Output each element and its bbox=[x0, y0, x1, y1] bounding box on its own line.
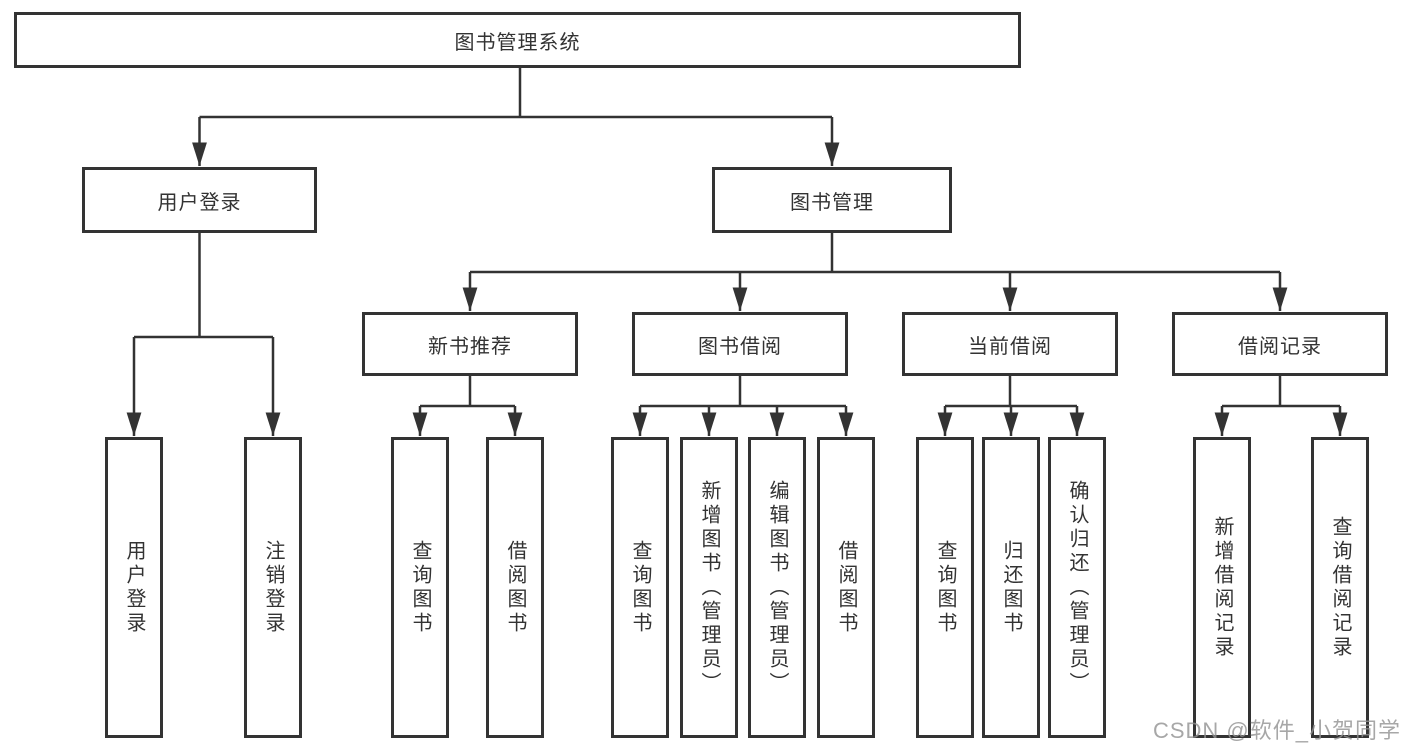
leaf-br-add-record-label: 新增借阅记录 bbox=[1211, 515, 1233, 660]
leaf-nb-query-book: 查询图书 bbox=[391, 437, 449, 738]
leaf-br-add-record: 新增借阅记录 bbox=[1193, 437, 1251, 738]
leaf-bb-borrow-book: 借阅图书 bbox=[817, 437, 875, 738]
leaf-user-login: 用户登录 bbox=[105, 437, 163, 738]
edge-bookborrow-trunk bbox=[640, 376, 846, 408]
node-root-label: 图书管理系统 bbox=[454, 31, 581, 54]
leaf-bb-query-book: 查询图书 bbox=[611, 437, 669, 738]
leaf-bb-borrow-book-label: 借阅图书 bbox=[835, 539, 857, 636]
leaf-logout: 注销登录 bbox=[244, 437, 302, 738]
watermark: CSDN @软件_小贺同学 bbox=[1152, 718, 1401, 743]
node-book-borrowing: 图书借阅 bbox=[632, 312, 848, 376]
edge-bookmgmt-trunk bbox=[470, 233, 1280, 274]
leaf-nb-borrow-book-label: 借阅图书 bbox=[504, 539, 526, 636]
leaf-cb-query-book: 查询图书 bbox=[916, 437, 974, 738]
node-user-login-label: 用户登录 bbox=[157, 191, 242, 214]
node-book-management: 图书管理 bbox=[712, 167, 952, 233]
node-current-borrowing: 当前借阅 bbox=[902, 312, 1118, 376]
node-book-management-label: 图书管理 bbox=[790, 191, 874, 214]
leaf-nb-query-book-label: 查询图书 bbox=[409, 539, 431, 636]
leaf-bb-add-book-admin: 新增图书（管理员） bbox=[680, 437, 738, 738]
leaf-logout-label: 注销登录 bbox=[262, 539, 284, 636]
node-book-borrowing-label: 图书借阅 bbox=[698, 335, 782, 358]
leaf-user-login-label: 用户登录 bbox=[123, 539, 145, 636]
node-borrowing-records: 借阅记录 bbox=[1172, 312, 1388, 376]
edge-borrowrecord-trunk bbox=[1222, 376, 1340, 408]
leaf-bb-add-book-admin-label: 新增图书（管理员） bbox=[698, 479, 720, 696]
edge-currentborrow-trunk bbox=[945, 376, 1077, 408]
leaf-bb-edit-book-admin-label: 编辑图书（管理员） bbox=[766, 479, 788, 696]
leaf-bb-query-book-label: 查询图书 bbox=[629, 539, 651, 636]
node-new-book-recommend: 新书推荐 bbox=[362, 312, 578, 376]
leaf-br-query-record-label: 查询借阅记录 bbox=[1329, 515, 1351, 660]
edge-userlogin-trunk bbox=[134, 233, 273, 339]
node-borrowing-records-label: 借阅记录 bbox=[1238, 335, 1322, 358]
leaf-cb-query-book-label: 查询图书 bbox=[934, 539, 956, 636]
node-user-login: 用户登录 bbox=[82, 167, 317, 233]
leaf-bb-edit-book-admin: 编辑图书（管理员） bbox=[748, 437, 806, 738]
leaf-cb-return-book-label: 归还图书 bbox=[1000, 539, 1022, 636]
node-current-borrowing-label: 当前借阅 bbox=[968, 335, 1052, 358]
leaf-br-query-record: 查询借阅记录 bbox=[1311, 437, 1369, 738]
edge-newbook-trunk bbox=[420, 376, 515, 408]
leaf-cb-confirm-return-admin: 确认归还（管理员） bbox=[1048, 437, 1106, 738]
leaf-cb-confirm-return-admin-label: 确认归还（管理员） bbox=[1066, 479, 1088, 696]
edge-root-trunk bbox=[199, 68, 832, 119]
leaf-cb-return-book: 归还图书 bbox=[982, 437, 1040, 738]
node-root: 图书管理系统 bbox=[14, 12, 1021, 68]
node-new-book-recommend-label: 新书推荐 bbox=[428, 335, 512, 358]
leaf-nb-borrow-book: 借阅图书 bbox=[486, 437, 544, 738]
